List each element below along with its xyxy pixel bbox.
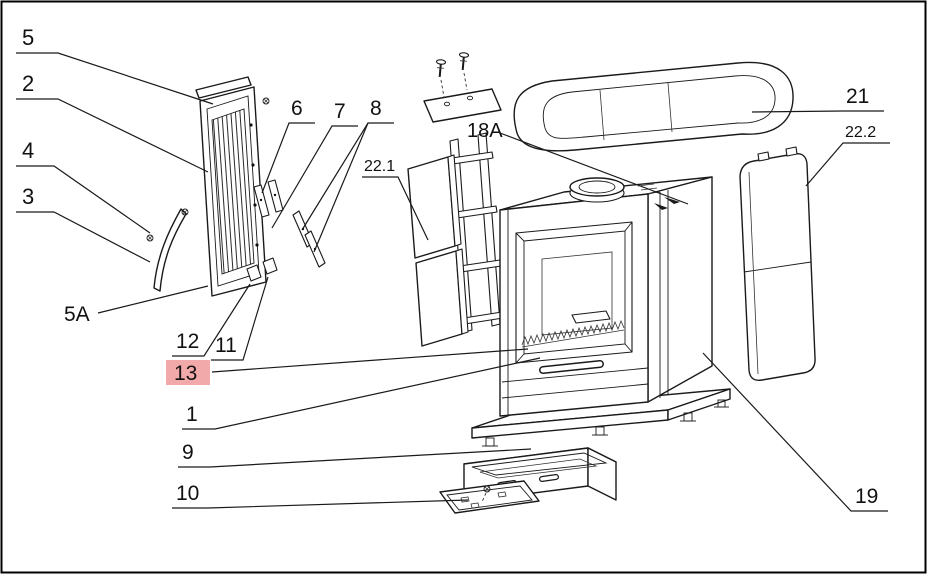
label-9: 9 [182,441,194,464]
leader-5 [16,52,214,105]
top-plate-assembly [423,51,502,123]
door-screw-icon [262,97,270,105]
leader-12 [172,283,251,357]
leader-4 [16,165,151,234]
label-4: 4 [22,138,34,163]
door-top-trim [195,76,252,99]
fixing-plate [423,88,502,123]
leader-3 [16,211,151,263]
label-13-highlight [166,360,210,385]
handle-lever [146,208,189,292]
firebox-opening [515,221,633,364]
leader-18a [499,132,689,205]
label-21: 21 [846,85,869,108]
leader-6 [261,122,315,194]
bolt-icon [457,51,470,72]
leader-7 [271,125,358,229]
stove-right-face [647,176,713,403]
handle-screw-icon [146,234,154,242]
side-panel-right [739,146,816,381]
label-7: 7 [334,100,346,123]
label-11: 11 [215,334,237,357]
label-5: 5 [22,25,34,50]
air-vent-slot [539,360,604,374]
label-19: 19 [855,485,878,508]
bolt-icon [434,58,447,79]
label-13-highlighted: 13 [174,362,197,385]
label-10: 10 [176,482,199,505]
leader-19 [702,352,888,512]
leader-lines [16,52,890,512]
label-3: 3 [22,184,34,209]
flue-collar [569,177,625,203]
leader-2 [16,98,209,173]
leveling-feet [482,399,729,447]
leader-9 [178,448,532,468]
door-grille [211,108,255,275]
leader-10 [172,499,469,509]
leader-11 [211,276,269,361]
top-surround [513,61,794,152]
label-22-1: 22.1 [364,158,395,175]
label-12: 12 [176,330,199,353]
label-6: 6 [291,97,303,120]
base-plinth [471,388,731,447]
leader-21 [751,110,884,113]
label-1: 1 [186,403,198,426]
label-22-2: 22.2 [845,124,876,141]
leader-1 [182,357,541,430]
label-8: 8 [370,97,382,120]
door-panel-assembly [195,76,270,297]
leader-22-2 [805,142,890,187]
leader-22-1 [362,176,429,241]
label-18a: 18A [467,120,503,142]
side-panel-left [407,154,469,347]
bottom-tray [439,480,540,514]
stove-body [499,176,713,417]
part-labels: 5 2 4 3 5A 6 7 8 22.1 18A 21 22.2 12 11 … [22,25,878,508]
leader-8b [313,122,369,253]
label-5a: 5A [64,303,90,326]
arrow-icon [654,203,668,210]
firebox-baffle [571,310,611,324]
grate-serration [521,319,625,346]
arrow-icon [664,197,680,204]
leader-5a [97,285,209,314]
label-2: 2 [22,71,34,96]
leader-13 [211,348,529,373]
